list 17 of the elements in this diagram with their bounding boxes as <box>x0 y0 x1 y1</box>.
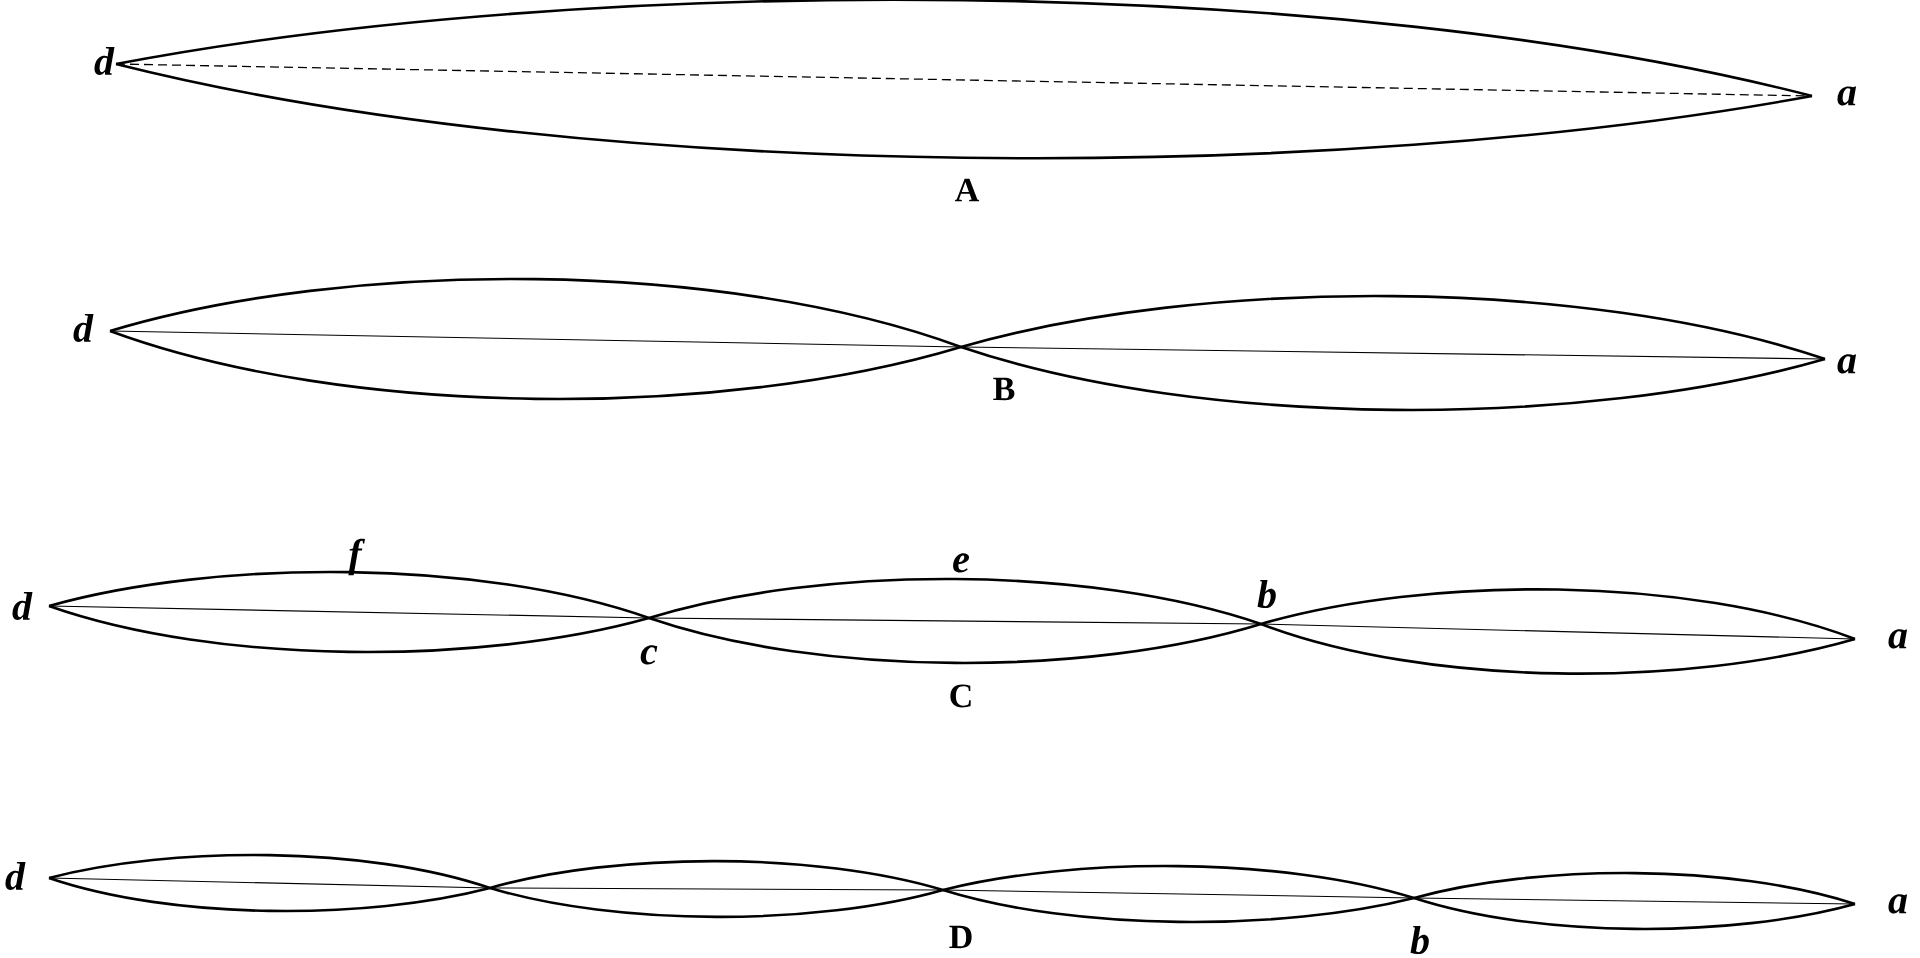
part-label: b <box>1410 925 1429 955</box>
part-label: C <box>950 684 971 708</box>
part-label: a <box>1888 894 1908 914</box>
part-label: a <box>1837 354 1857 374</box>
part-label: B <box>993 377 1015 401</box>
part-label: a <box>1888 629 1908 649</box>
part-label: b <box>1257 579 1276 609</box>
part-label: e <box>953 553 969 573</box>
part-label: a <box>1837 86 1857 106</box>
part-label: c <box>640 645 658 665</box>
part-label: D <box>949 925 972 949</box>
part-label: d <box>12 591 33 621</box>
part-label: d <box>94 46 115 76</box>
part-label: d <box>73 313 94 343</box>
part-label: A <box>955 178 980 202</box>
part-label: f <box>348 538 365 576</box>
part-label: d <box>5 861 26 891</box>
